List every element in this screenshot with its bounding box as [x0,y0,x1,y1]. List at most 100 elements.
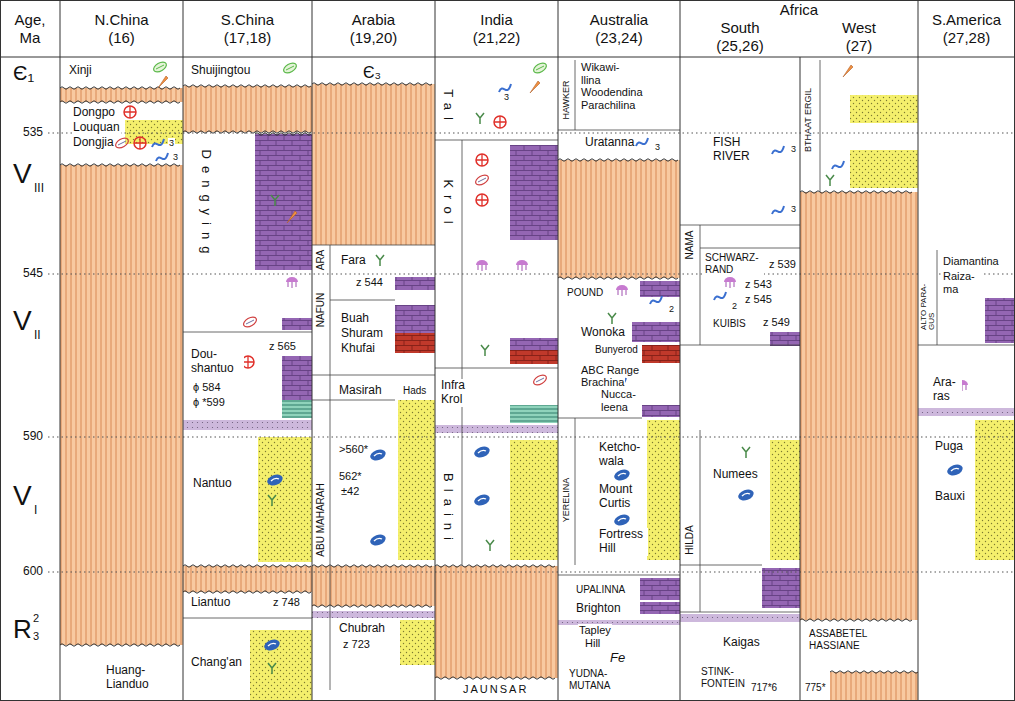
fossil-symbol [124,106,136,118]
unit-label: >560* [338,443,369,456]
unit-label: z 545 [744,293,773,306]
boundary-line [700,225,701,345]
lithology-fill [850,95,918,123]
tillite-symbol [374,538,382,541]
tillite-symbol [478,498,486,501]
age-label: I [33,504,38,518]
unit-label: FISH RIVER [712,136,758,164]
unconformity-line [312,83,432,86]
unconformity-line [183,565,311,568]
unit-label: YUDNA- MUTANA [568,668,620,691]
age-line [48,132,1015,133]
unconformity-line [558,277,678,280]
age-label: V [12,158,33,190]
lithology-fill [282,318,312,330]
fossil-symbol [516,260,528,271]
fossil-symbol [118,141,126,145]
age-label: Є₁ [12,62,35,85]
boundary-line [312,400,395,401]
fossil-symbol [772,206,784,214]
boundary-line [462,140,463,565]
fossil-symbol [286,277,298,288]
unit-label: UPALINNA [575,584,626,596]
boundary-line [575,60,576,130]
lithology-fill [632,322,680,342]
unit-label: SCHWARZ- RAND [704,252,764,275]
unit-label: ABC Range [580,364,640,377]
fossil-symbol [266,473,284,488]
tillite-symbol [369,448,387,463]
fossil-symbol [826,175,834,186]
age-label: 535 [22,126,44,140]
fossil-symbol [369,448,387,463]
unit-label: 717*6 [750,682,778,694]
unit-label: STINK- FONTEIN [700,666,752,689]
reference-number: (19,20) [350,29,398,47]
unconformity-line [800,619,912,622]
fossil-symbol [946,463,964,478]
column-heading: Age, Ma [9,11,51,47]
age-line [48,436,1015,437]
lithology-fill [558,160,680,278]
age-line [48,571,1015,572]
lithology-fill [60,165,183,645]
boundary-line [435,368,558,369]
age-label: 545 [22,267,44,281]
tillite-symbol [369,533,387,548]
fossil-symbol [271,195,279,206]
reference-number: (21,22) [473,29,521,47]
unit-label: z 539 [768,258,797,271]
trace-fossil-symbol [772,206,784,214]
unit-label: Kaigas [722,636,761,650]
unit-label: Dongjia [72,136,115,150]
unit-label: Hill [584,637,601,650]
boundary-line [558,418,642,419]
fossil-symbol [532,61,548,75]
boundary-line [680,225,800,226]
trace-fossil-symbol [772,146,784,154]
column-rule [435,0,436,701]
fossil-symbol [494,116,506,128]
reference-number: (16) [108,29,135,47]
tillite-symbol [266,473,284,488]
fossil-symbol [481,345,489,356]
unit-label: z 723 [342,638,371,651]
trace-symbol [481,345,489,356]
fossil-symbol [476,194,488,206]
fossil-symbol [242,315,258,329]
unit-label: Brachina [580,376,625,389]
boundary-line [575,418,576,565]
age-label: V [12,480,33,512]
unit-name-vertical: HAWKER [561,79,571,120]
lithology-fill [510,440,558,560]
header-cell: Australia(23,24) [558,0,680,57]
trace-fossil-symbol [636,138,648,146]
trace-symbol [486,540,494,551]
fossil-symbol [772,146,784,154]
boundary-line [558,575,680,576]
fossil-symbol [476,194,488,206]
lithology-fill [510,338,558,350]
lithology-fill [258,437,312,562]
fossil-symbol [134,137,146,149]
boundary-line [820,60,821,192]
tillite-symbol [742,493,750,496]
tillite-symbol [946,463,964,478]
lithology-fill [398,400,435,560]
column-heading: Australia [590,11,648,29]
shell-symbol [287,211,297,223]
unit-label: Nantuo [192,477,233,491]
unit-name-vertical: Tal [441,88,456,128]
lithology-fill [680,614,800,622]
header-cell: S.China(17,18) [183,0,312,57]
unit-label: Fortress Hill [598,528,648,556]
unconformity-line [60,644,180,647]
reference-number: (27,28) [943,29,991,47]
lithology-fill [640,578,680,600]
unit-label: Fara [340,254,367,268]
lithology-fill [312,611,435,618]
unit-label: ASSABETEL HASSIANE [808,628,880,651]
trace-fossil-symbol [832,161,844,169]
unit-label: 3 [654,142,661,152]
